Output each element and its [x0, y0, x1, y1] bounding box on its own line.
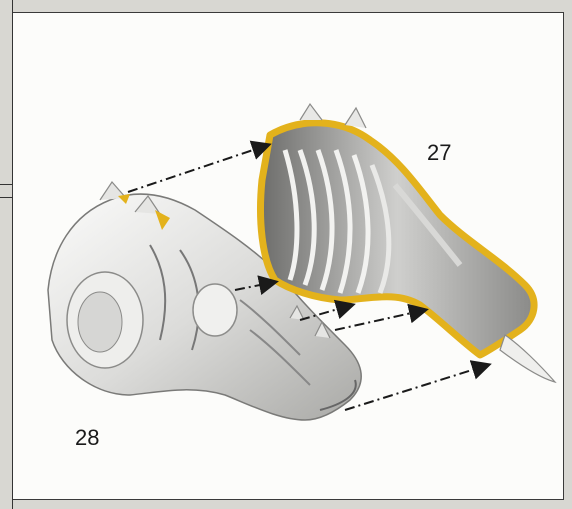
- arrow-4: [335, 310, 425, 330]
- part-28-label: 28: [75, 425, 99, 451]
- part-27-label: 27: [427, 140, 451, 166]
- arrow-5: [345, 365, 488, 410]
- arrow-1: [128, 145, 268, 192]
